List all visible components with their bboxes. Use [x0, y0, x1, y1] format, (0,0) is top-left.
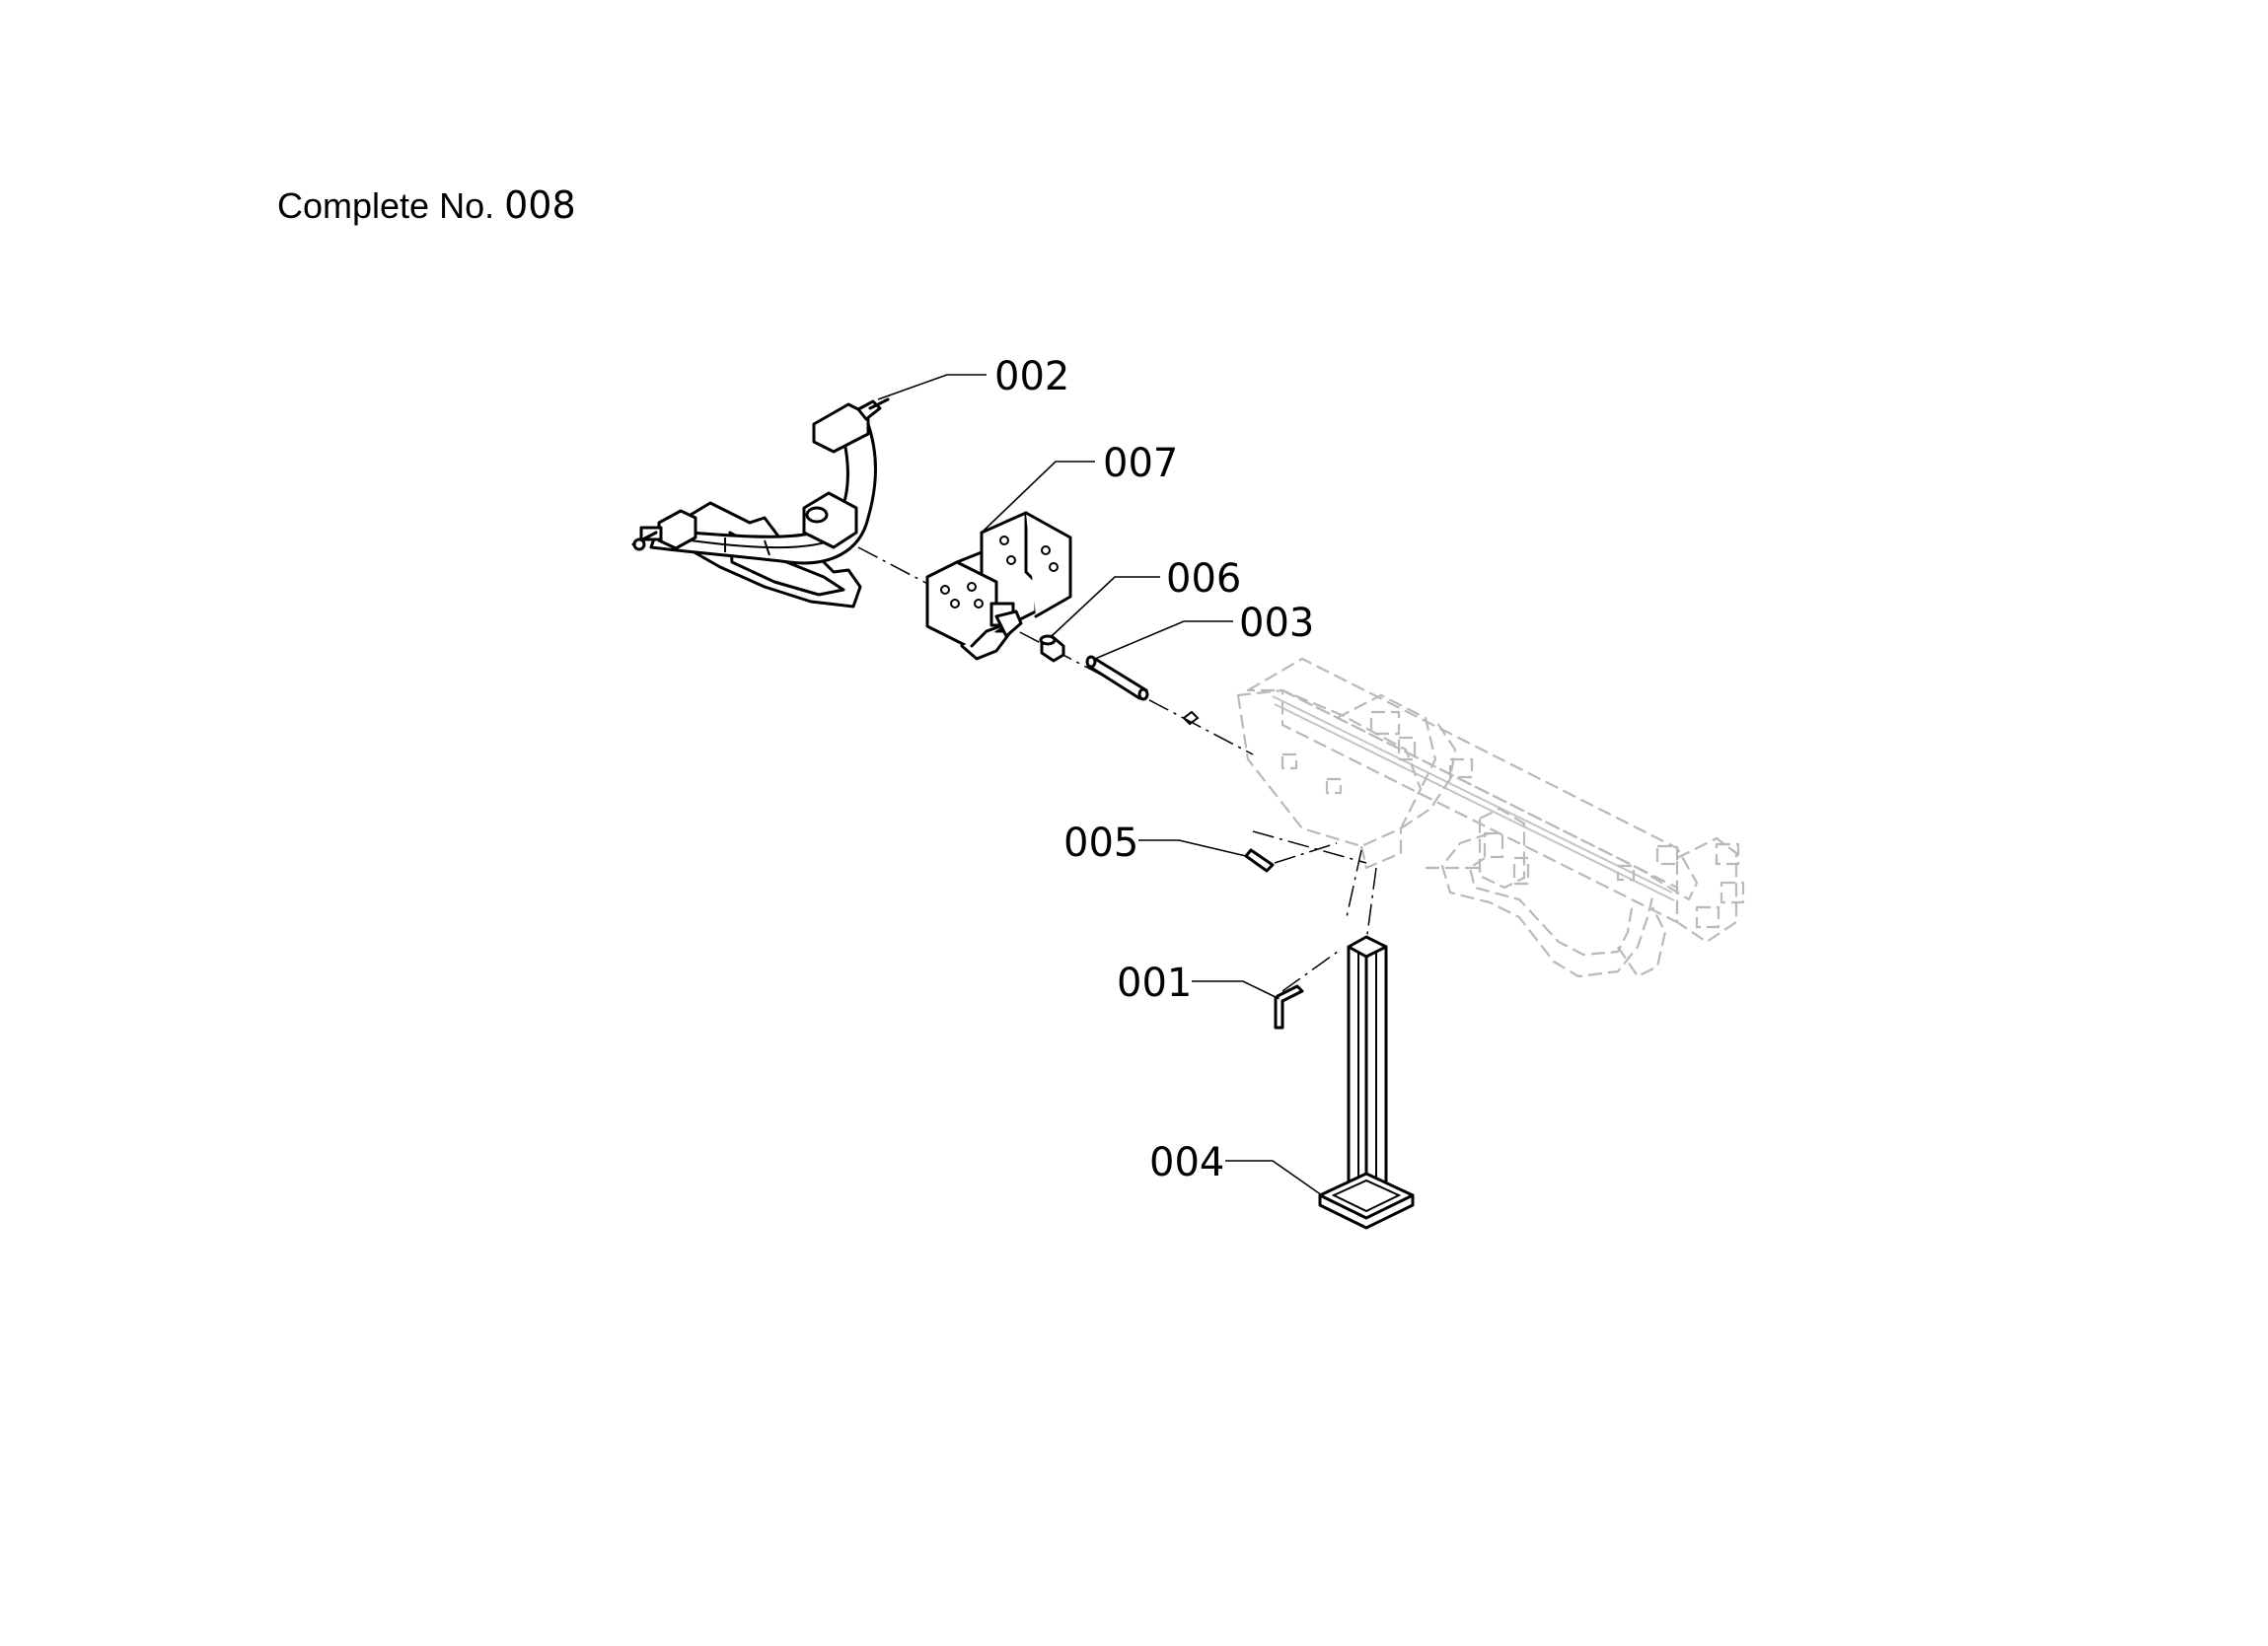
ghost-frame	[1236, 657, 1745, 978]
part-006-bushing	[1039, 634, 1065, 663]
callout-002: 002	[994, 354, 1069, 399]
diagram-title: Complete No. 008	[277, 183, 576, 227]
callout-001: 001	[1117, 961, 1192, 1006]
part-007-bracket	[925, 511, 1072, 661]
callout-labels: 002 007 006 003 005 001 004	[994, 354, 1314, 1185]
part-003-pin	[1085, 655, 1149, 701]
callout-005: 005	[1063, 821, 1138, 866]
part-005-small-pin	[1244, 848, 1275, 873]
callout-003: 003	[1239, 601, 1314, 646]
small-washer	[1182, 710, 1200, 726]
part-002-drawbar	[631, 397, 890, 608]
part-001-bent-pin	[1274, 984, 1304, 1030]
callout-004: 004	[1149, 1140, 1224, 1185]
leader-lines	[877, 374, 1323, 1196]
part-004-support-leg	[1318, 935, 1415, 1230]
callout-007: 007	[1103, 441, 1178, 486]
diagram-title-label: Complete No.	[277, 185, 495, 226]
diagram-title-number: 008	[504, 183, 576, 227]
callout-006: 006	[1166, 556, 1241, 602]
